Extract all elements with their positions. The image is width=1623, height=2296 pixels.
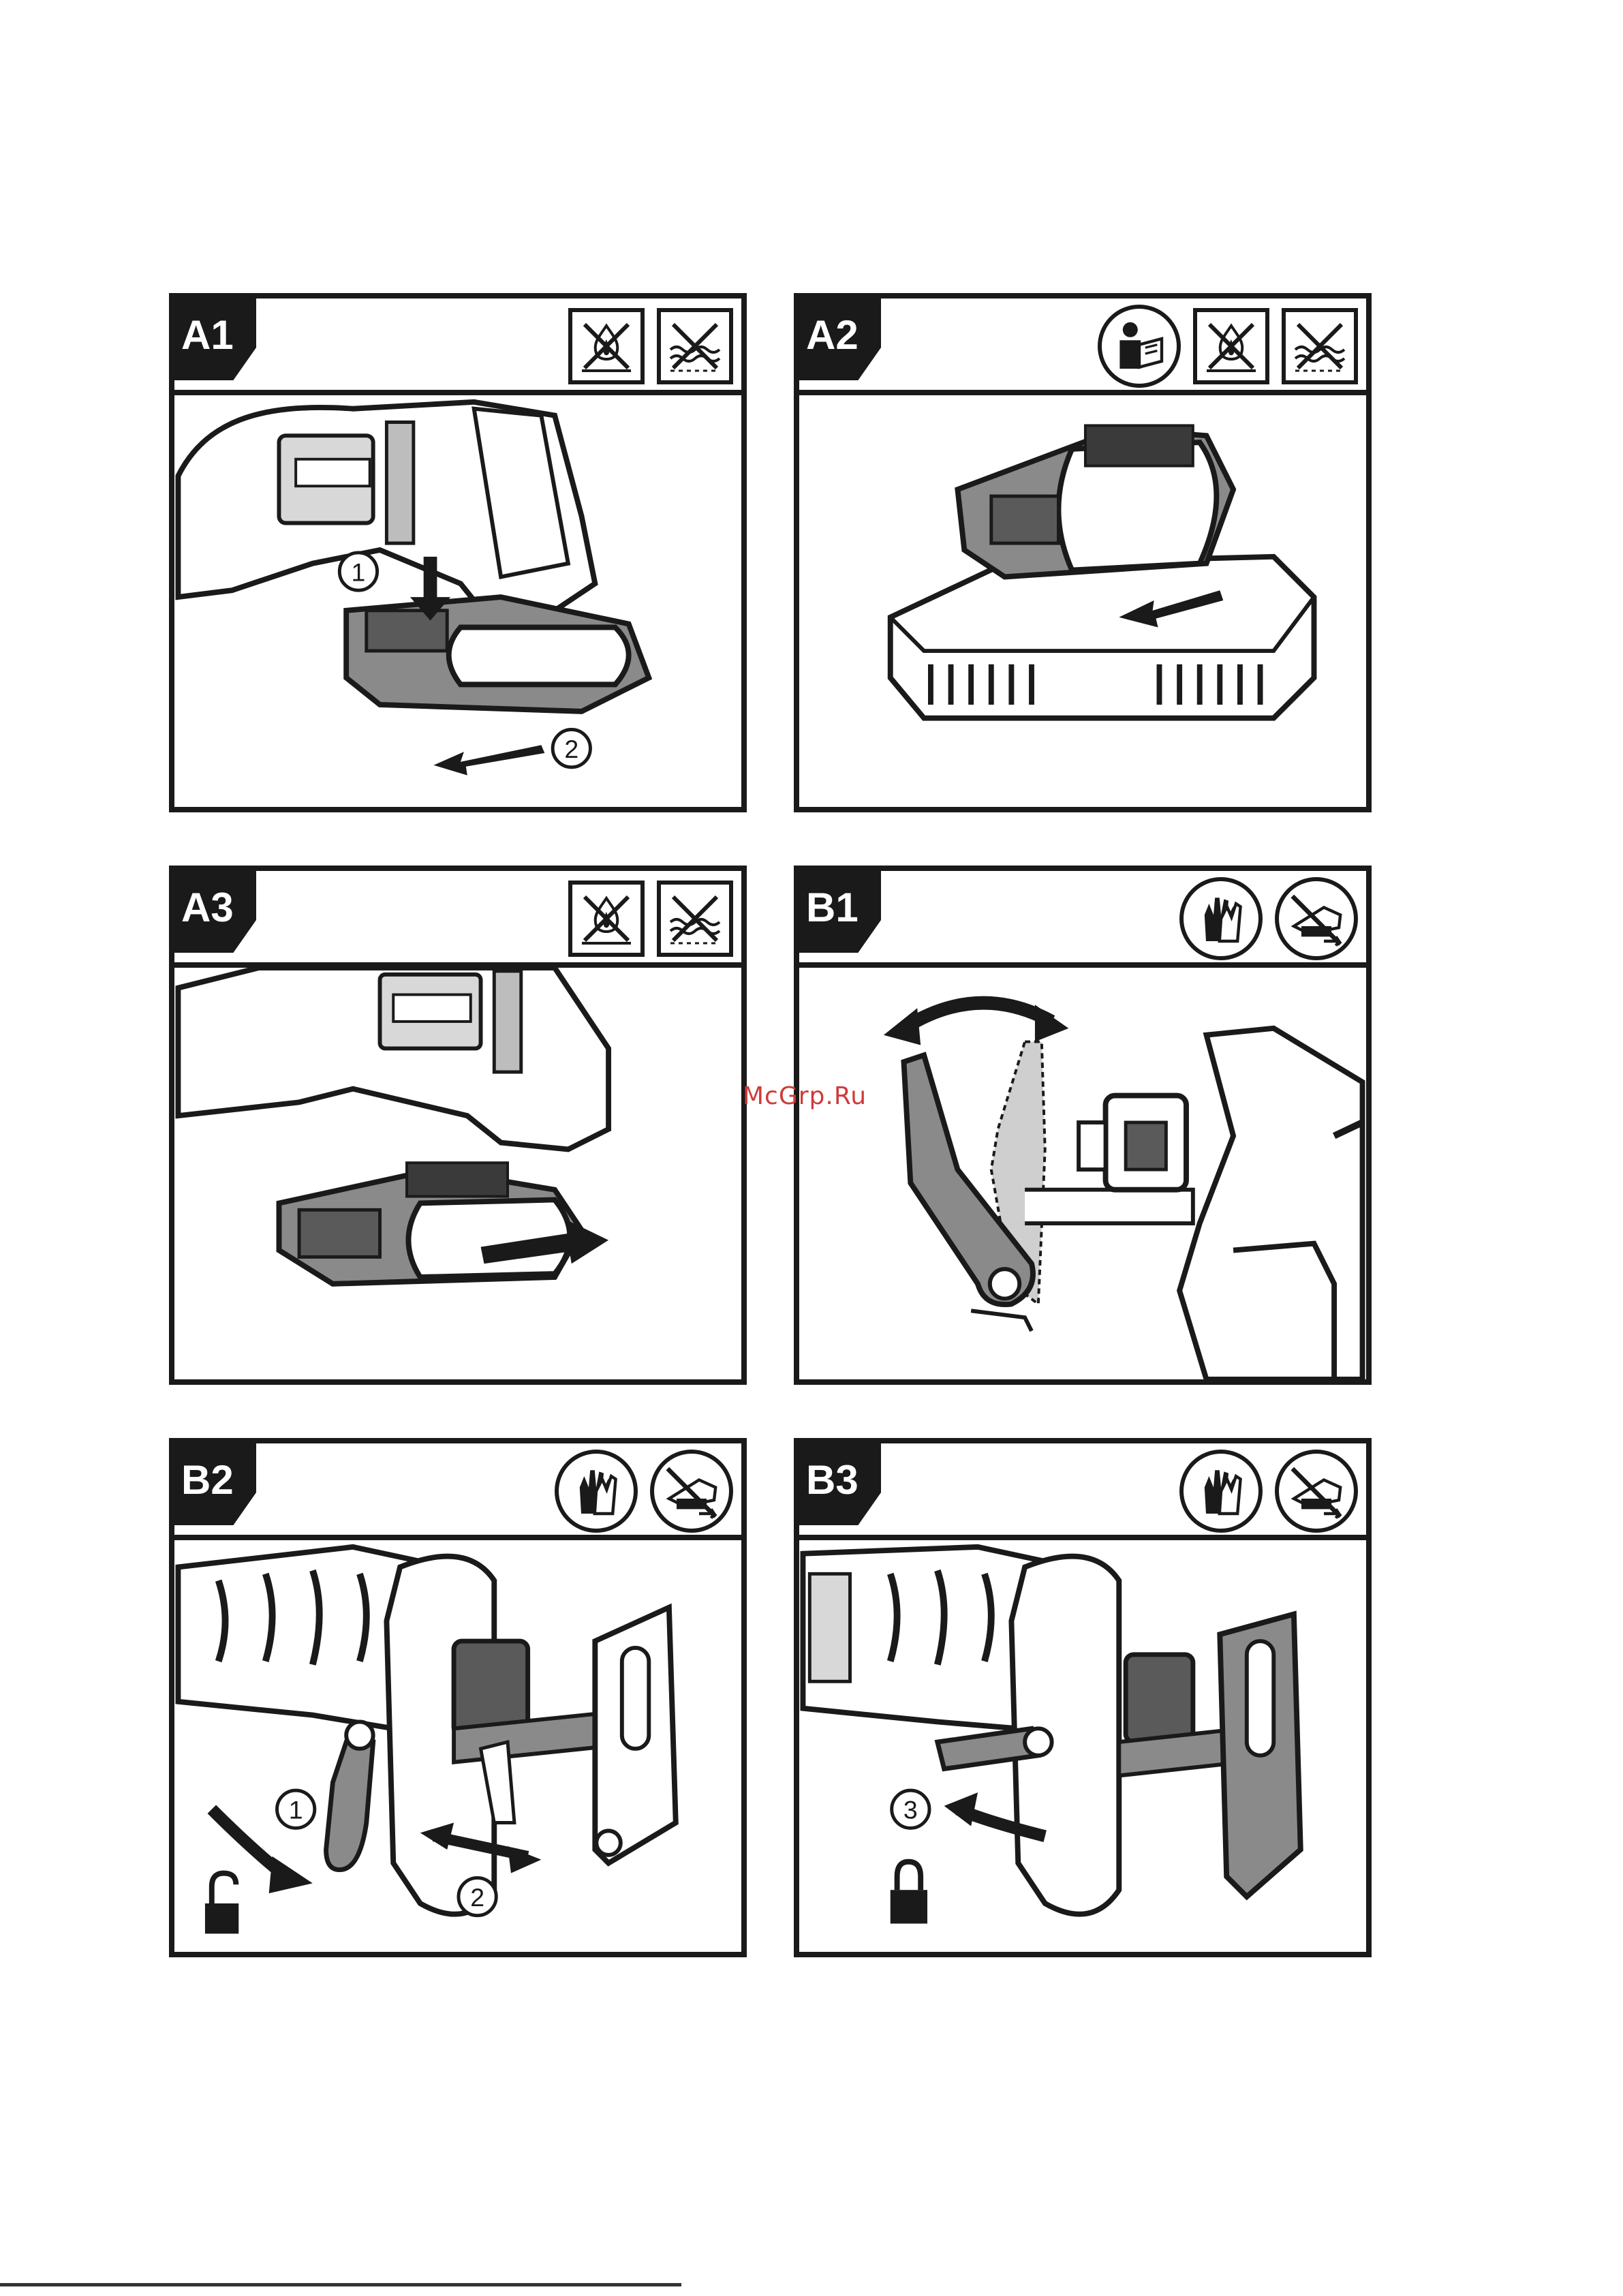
no-water-icon xyxy=(657,308,733,384)
panel-b3: B3 xyxy=(794,1438,1372,1957)
panel-b2: B2 xyxy=(169,1438,747,1957)
illustration-charger xyxy=(799,395,1366,807)
watermark: McGrp.Ru xyxy=(743,1082,867,1110)
panel-label: B1 xyxy=(799,871,881,953)
svg-text:3: 3 xyxy=(903,1796,918,1824)
illustration-shoe-lock: 3 xyxy=(799,1540,1366,1952)
remove-battery-icon xyxy=(1275,877,1358,960)
panel-header: B3 xyxy=(799,1443,1366,1540)
no-fire-icon xyxy=(1193,308,1269,384)
no-water-icon xyxy=(1282,308,1358,384)
panel-label: A1 xyxy=(174,299,256,380)
remove-battery-icon xyxy=(650,1450,733,1533)
footer-rule xyxy=(0,2283,681,2286)
svg-text:2: 2 xyxy=(564,735,578,763)
read-manual-icon xyxy=(1098,305,1181,388)
no-water-icon xyxy=(657,881,733,957)
panel-a3: A3 xyxy=(169,866,747,1385)
panel-header: A1 xyxy=(174,299,741,395)
panel-label: B3 xyxy=(799,1443,881,1525)
panel-a2: A2 xyxy=(794,293,1372,812)
panel-header: B1 xyxy=(799,871,1366,968)
illustration-shoe-unlock: 1 2 xyxy=(174,1540,741,1952)
illustration-battery-release: 1 2 xyxy=(174,395,741,807)
panel-label: B2 xyxy=(174,1443,256,1525)
svg-text:1: 1 xyxy=(352,557,366,586)
svg-text:1: 1 xyxy=(289,1796,303,1824)
svg-text:2: 2 xyxy=(470,1883,484,1912)
panel-header: B2 xyxy=(174,1443,741,1540)
no-fire-icon xyxy=(568,881,645,957)
panel-label: A2 xyxy=(799,299,881,380)
remove-battery-icon xyxy=(1275,1450,1358,1533)
no-fire-icon xyxy=(568,308,645,384)
illustration-shoe-lever xyxy=(799,968,1366,1379)
gloves-icon xyxy=(1179,1450,1263,1533)
gloves-icon xyxy=(555,1450,638,1533)
panel-b1: B1 xyxy=(794,866,1372,1385)
panel-header: A2 xyxy=(799,299,1366,395)
illustration-battery-insert xyxy=(174,968,741,1379)
panel-label: A3 xyxy=(174,871,256,953)
panel-header: A3 xyxy=(174,871,741,968)
gloves-icon xyxy=(1179,877,1263,960)
panel-a1: A1 1 xyxy=(169,293,747,812)
